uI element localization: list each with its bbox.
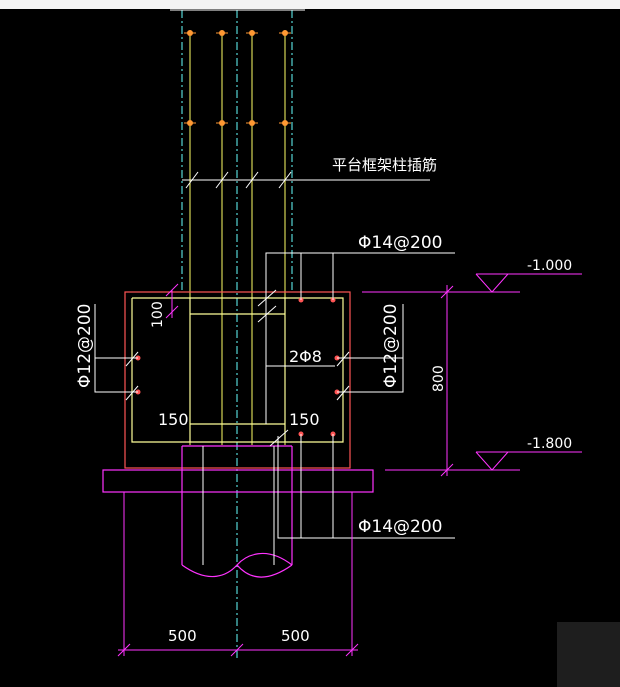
insert-bars-label: 平台框架柱插筋 — [332, 156, 437, 174]
left-rebar-label: Φ12@200 — [75, 304, 95, 388]
left-base-dim-text: 500 — [168, 627, 197, 645]
title-strip — [0, 0, 620, 9]
cover-dimension — [165, 283, 179, 319]
bottom-rebar-leader — [269, 429, 455, 539]
elevation-top-text: -1.000 — [527, 258, 572, 274]
bottom-rebar-label: Φ14@200 — [358, 517, 442, 537]
corner-panel — [557, 622, 620, 687]
stirrup-label: 2Φ8 — [289, 347, 322, 366]
right-inner-dim-text: 150 — [289, 410, 320, 429]
left-inner-dim-text: 150 — [158, 410, 189, 429]
base-dimension — [117, 492, 359, 657]
right-rebar-leader — [336, 304, 404, 401]
elevation-top-marker — [362, 273, 582, 293]
height-dimension — [440, 285, 454, 477]
top-rebar-leader — [257, 252, 455, 424]
pile-cap-outline — [124, 291, 351, 469]
elevation-bottom-text: -1.800 — [527, 436, 572, 452]
cover-dim-text: 100 — [150, 301, 166, 328]
top-rebar-label: Φ14@200 — [358, 233, 442, 253]
right-base-dim-text: 500 — [281, 627, 310, 645]
height-dim-text: 800 — [431, 365, 447, 392]
elevation-bottom-marker — [385, 451, 582, 471]
base-slab — [102, 469, 374, 493]
right-rebar-label: Φ12@200 — [381, 304, 401, 388]
left-rebar-leader — [94, 304, 139, 401]
rebar-cage — [131, 297, 344, 443]
centerlines — [181, 10, 293, 660]
insert-bars-leader — [182, 171, 430, 189]
